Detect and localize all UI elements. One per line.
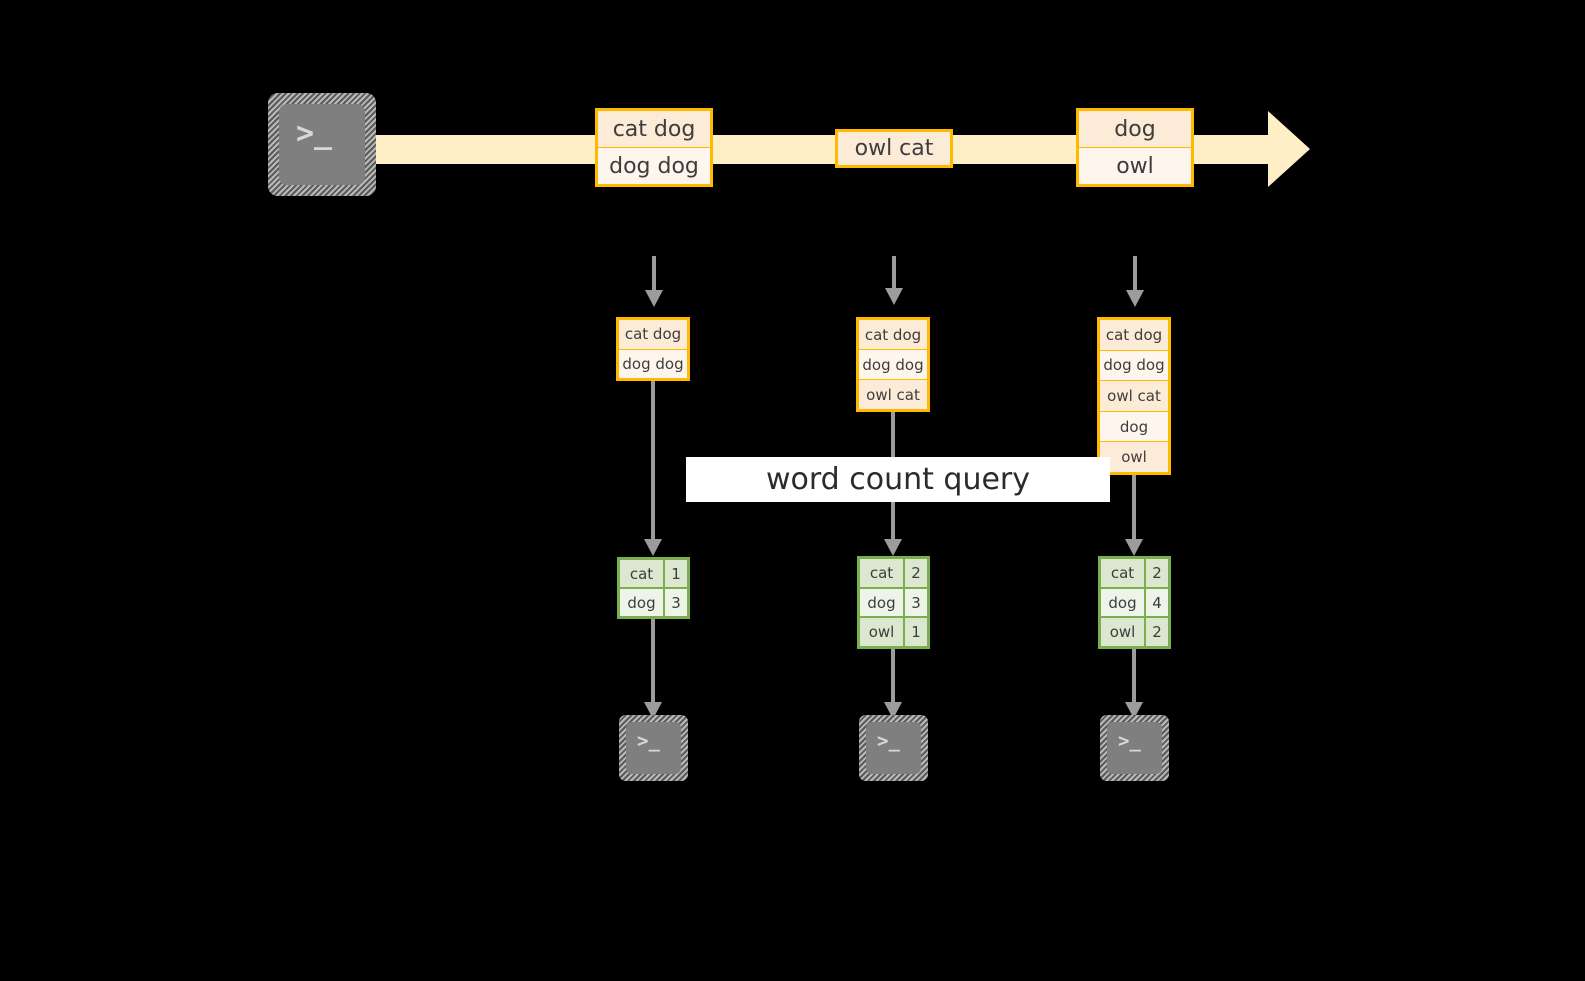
accumulated-1-line-2: dog dog bbox=[619, 349, 687, 378]
result-table-1[interactable]: cat 1 dog 3 bbox=[617, 557, 690, 619]
table-row: owl 1 bbox=[860, 618, 927, 647]
stream-arrowhead bbox=[1268, 111, 1310, 187]
result-2-row-3-word: owl bbox=[860, 618, 905, 647]
stream-batch-3[interactable]: dog owl bbox=[1076, 108, 1194, 187]
terminal-face bbox=[626, 722, 681, 774]
terminal-face bbox=[279, 104, 365, 185]
result-2-row-3-count: 1 bbox=[905, 618, 927, 647]
accumulated-2-line-2: dog dog bbox=[859, 350, 927, 380]
stream-batch-1-line-1: cat dog bbox=[598, 111, 710, 148]
accumulated-2-line-3: owl cat bbox=[859, 380, 927, 409]
result-1-row-1-count: 1 bbox=[665, 560, 687, 587]
result-2-row-1-count: 2 bbox=[905, 559, 927, 587]
accumulated-table-2[interactable]: cat dog dog dog owl cat bbox=[856, 317, 930, 412]
table-row: cat 2 bbox=[860, 559, 927, 589]
accumulated-3-line-2: dog dog bbox=[1100, 350, 1168, 382]
accumulated-1-line-1: cat dog bbox=[619, 320, 687, 350]
trigger-connector-3-arrowhead bbox=[1126, 290, 1144, 307]
result-3-row-3-count: 2 bbox=[1146, 618, 1168, 647]
query-connector-1-line bbox=[651, 381, 655, 539]
result-1-row-2-count: 3 bbox=[665, 589, 687, 616]
terminal-prompt-glyph: >_ bbox=[1118, 730, 1141, 752]
stream-batch-3-line-1: dog bbox=[1079, 111, 1191, 148]
result-3-row-2-count: 4 bbox=[1146, 588, 1168, 617]
sink-terminal-1-icon[interactable]: >_ bbox=[619, 715, 688, 781]
result-3-row-2-word: dog bbox=[1101, 588, 1146, 617]
sink-connector-2-arrowhead bbox=[884, 702, 902, 719]
table-row: dog 4 bbox=[1101, 588, 1168, 619]
result-2-row-2-count: 3 bbox=[905, 588, 927, 617]
result-3-row-1-word: cat bbox=[1101, 559, 1146, 587]
table-row: owl 2 bbox=[1101, 618, 1168, 647]
result-table-3[interactable]: cat 2 dog 4 owl 2 bbox=[1098, 556, 1171, 649]
accumulated-3-line-5: owl bbox=[1100, 442, 1168, 472]
query-connector-1-arrowhead bbox=[644, 539, 662, 556]
sink-connector-3-arrowhead bbox=[1125, 702, 1143, 719]
trigger-connector-2-dash bbox=[892, 256, 896, 288]
sink-connector-1-arrowhead bbox=[644, 702, 662, 719]
accumulated-3-line-4: dog bbox=[1100, 411, 1168, 443]
result-2-row-1-word: cat bbox=[860, 559, 905, 587]
trigger-connector-1-dash bbox=[652, 256, 656, 290]
stream-batch-1[interactable]: cat dog dog dog bbox=[595, 108, 713, 187]
trigger-connector-3-dash bbox=[1133, 256, 1137, 290]
terminal-prompt-glyph: >_ bbox=[877, 730, 900, 752]
table-row: dog 3 bbox=[620, 589, 687, 616]
stream-batch-2-line-1: owl cat bbox=[838, 132, 950, 165]
terminal-face bbox=[1107, 722, 1162, 774]
sink-connector-2-line bbox=[891, 649, 895, 702]
result-3-row-1-count: 2 bbox=[1146, 559, 1168, 587]
table-row: cat 1 bbox=[620, 560, 687, 589]
accumulated-table-3[interactable]: cat dog dog dog owl cat dog owl bbox=[1097, 317, 1171, 475]
result-table-2[interactable]: cat 2 dog 3 owl 1 bbox=[857, 556, 930, 649]
terminal-face bbox=[866, 722, 921, 774]
table-row: cat 2 bbox=[1101, 559, 1168, 589]
accumulated-table-1[interactable]: cat dog dog dog bbox=[616, 317, 690, 381]
stream-batch-3-line-2: owl bbox=[1079, 148, 1191, 184]
trigger-connector-2-arrowhead bbox=[885, 288, 903, 305]
query-connector-3-arrowhead bbox=[1125, 539, 1143, 556]
accumulated-2-line-1: cat dog bbox=[859, 320, 927, 350]
sink-terminal-2-icon[interactable]: >_ bbox=[859, 715, 928, 781]
source-terminal-icon[interactable]: >_ bbox=[268, 93, 376, 196]
accumulated-3-line-3: owl cat bbox=[1100, 381, 1168, 412]
result-1-row-2-word: dog bbox=[620, 589, 665, 616]
result-3-row-3-word: owl bbox=[1101, 618, 1146, 647]
stream-batch-2[interactable]: owl cat bbox=[835, 129, 953, 168]
sink-terminal-3-icon[interactable]: >_ bbox=[1100, 715, 1169, 781]
stream-batch-1-line-2: dog dog bbox=[598, 148, 710, 184]
trigger-connector-1-arrowhead bbox=[645, 290, 663, 307]
terminal-prompt-glyph: >_ bbox=[637, 730, 660, 752]
result-1-row-1-word: cat bbox=[620, 560, 665, 587]
result-2-row-2-word: dog bbox=[860, 588, 905, 617]
sink-connector-3-line bbox=[1132, 649, 1136, 702]
terminal-prompt-glyph: >_ bbox=[296, 116, 333, 151]
query-connector-3-line bbox=[1132, 475, 1136, 539]
query-connector-2-arrowhead bbox=[884, 539, 902, 556]
table-row: dog 3 bbox=[860, 588, 927, 619]
query-label: word count query bbox=[686, 457, 1110, 502]
accumulated-3-line-1: cat dog bbox=[1100, 320, 1168, 351]
sink-connector-1-line bbox=[651, 619, 655, 702]
